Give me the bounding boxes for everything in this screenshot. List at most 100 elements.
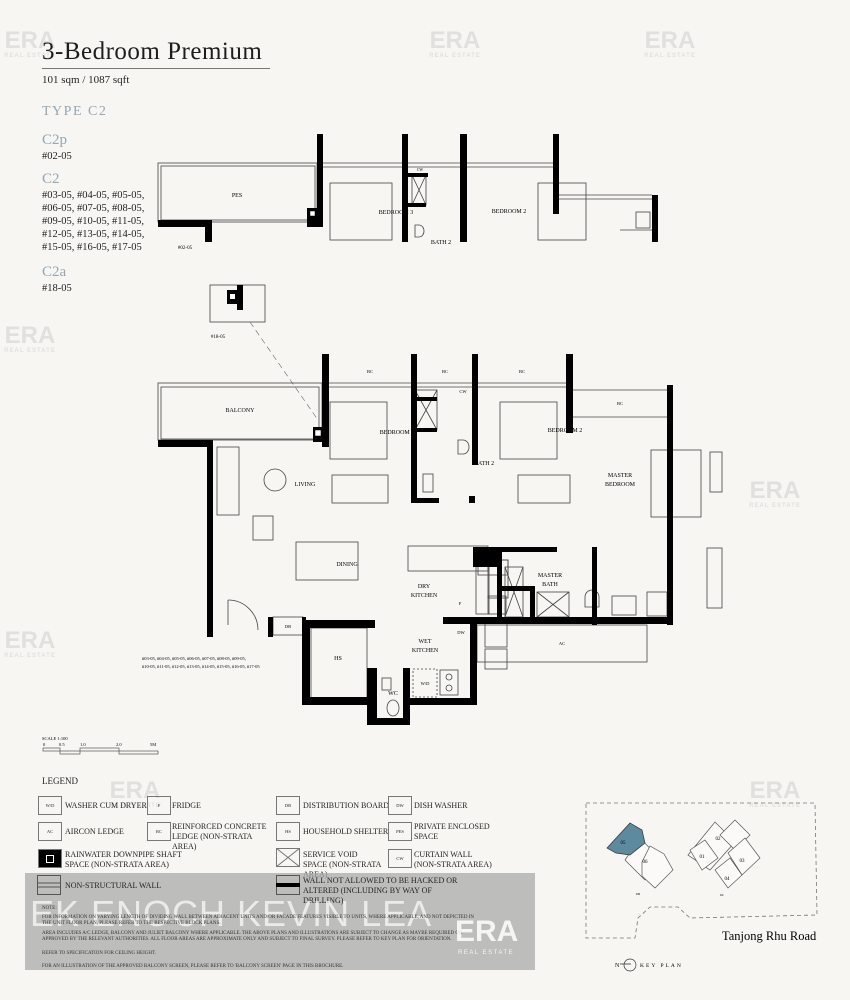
- note-line: FOR AN ILLUSTRATION OF THE APPROVED BALC…: [42, 964, 344, 969]
- legend-code: DB: [276, 796, 300, 815]
- key-plan-label: KEY PLAN: [640, 963, 683, 969]
- room-label-master-bedroom: BEDROOM: [605, 482, 636, 488]
- label-bc: BC: [519, 369, 525, 374]
- era-logo: ERA: [455, 915, 519, 948]
- structural-wall-icon: [276, 875, 300, 895]
- legend-label: DISTRIBUTION BOARD: [303, 801, 389, 810]
- unit-label-0205: #02-05: [178, 246, 193, 251]
- label-cw: CW: [459, 389, 467, 394]
- unit-number: 05: [621, 841, 627, 846]
- variant-units: #18-05: [42, 283, 72, 294]
- room-label-living: LIVING: [295, 482, 316, 488]
- label-db: DB: [285, 624, 291, 629]
- variant-name: C2p: [42, 132, 68, 148]
- room-label-wc: WC: [388, 691, 398, 697]
- legend-code: AC: [38, 822, 62, 841]
- scale-tick: 0: [43, 742, 46, 747]
- label-bc: BC: [367, 369, 373, 374]
- room-label-bedroom2: BEDROOM 2: [548, 428, 583, 434]
- room-label-bedroom3: BEDROOM 3: [380, 430, 415, 436]
- legend-label: WASHER CUM DRYER: [65, 801, 147, 810]
- unit-number: 06: [643, 860, 649, 865]
- scale-label: SCALE 1:100: [42, 736, 68, 741]
- legend-label: AIRCON LEDGE: [65, 827, 124, 836]
- label-ac: AC: [559, 641, 565, 646]
- room-label-wet-kitchen: KITCHEN: [412, 648, 439, 654]
- block-label: 6C: [720, 893, 725, 897]
- legend-code: W/D: [38, 796, 62, 815]
- units-caption: #10-05, #11-05, #12-05, #13-05, #14-05, …: [142, 664, 260, 670]
- block-label: 6D: [636, 892, 641, 896]
- scale-tick: 5M: [150, 742, 156, 747]
- legend-code: PES: [388, 822, 412, 841]
- service-void-icon: [276, 848, 300, 867]
- scale-bar: [42, 747, 159, 755]
- legend-code: RC: [147, 822, 171, 841]
- legend-label: DISH WASHER: [414, 801, 468, 810]
- watermark-banner: [25, 873, 535, 970]
- legend-label: WALL NOT ALLOWED TO BE HACKED OR ALTERED…: [303, 876, 458, 905]
- label-bc: BC: [617, 401, 623, 406]
- highlighted-unit: [606, 822, 646, 856]
- legend-code: CW: [388, 849, 412, 868]
- units-caption: #03-05, #04-05, #05-05, #06-05, #07-05, …: [142, 656, 246, 662]
- legend-title: LEGEND: [42, 776, 78, 786]
- page-title: 3-Bedroom Premium: [42, 38, 263, 65]
- rainwater-shaft-icon: [38, 849, 62, 868]
- label-bc: BC: [442, 369, 448, 374]
- legend-code: F: [147, 796, 171, 815]
- label-cw: CW: [417, 167, 424, 172]
- legend-label: CURTAIN WALL (NON-STRATA AREA): [414, 850, 492, 869]
- legend-label: FRIDGE: [172, 801, 201, 810]
- room-label-bedroom2: BEDROOM 2: [492, 209, 527, 215]
- non-structural-wall-icon: [37, 875, 61, 895]
- unit-label-1805: #18-05: [211, 335, 226, 340]
- title-divider: [42, 68, 270, 69]
- variant-name: C2: [42, 171, 60, 187]
- era-logo-sub: REAL ESTATE: [458, 950, 515, 956]
- legend-label: PRIVATE ENCLOSED SPACE: [414, 822, 490, 841]
- legend-code: DW: [388, 796, 412, 815]
- agent-watermark: EK ENOCH KEVIN LEA: [30, 893, 433, 934]
- variant-units: #02-05: [42, 151, 72, 162]
- scale-tick: 2.0: [116, 742, 122, 747]
- room-label-bedroom3: BEDROOM 3: [379, 210, 414, 216]
- room-label-hs: HS: [334, 656, 342, 662]
- room-label-dry-kitchen: DRY: [418, 584, 431, 590]
- label-f: F: [459, 601, 462, 606]
- key-plan: 05 06 01 02 03 04 6D 6C Tanjong Rhu Road…: [585, 802, 818, 972]
- unit-number: 02: [716, 837, 722, 842]
- north-arrow-icon: [623, 958, 637, 972]
- scale-tick: 0.5: [59, 742, 65, 747]
- unit-area: 101 sqm / 1087 sqft: [42, 74, 130, 86]
- variant-units: #03-05, #04-05, #05-05, #06-05, #07-05, …: [42, 190, 145, 253]
- unit-number: 01: [700, 855, 706, 860]
- room-label-bath2: BATH 2: [474, 461, 494, 467]
- road-label: Tanjong Rhu Road: [722, 929, 817, 943]
- legend-label: HOUSEHOLD SHELTER: [303, 827, 389, 836]
- label-wd: W/D: [421, 681, 430, 686]
- scale-tick: 1.0: [80, 742, 86, 747]
- note-line: REFER TO SPECIFICATION FOR CEILING HEIGH…: [42, 951, 156, 956]
- legend-label: NON-STRUCTURAL WALL: [65, 881, 162, 890]
- unit-type: TYPE C2: [42, 104, 108, 119]
- legend-label: RAINWATER DOWNPIPE SHAFT SPACE (NON-STRA…: [65, 850, 182, 869]
- room-label-wet-kitchen: WET: [419, 639, 432, 645]
- label-dw: DW: [457, 630, 465, 635]
- unit-number: 03: [740, 859, 746, 864]
- room-label-balcony: BALCONY: [225, 408, 255, 414]
- unit-number: 04: [725, 877, 731, 882]
- legend-code: HS: [276, 822, 300, 841]
- room-label-pes: PES: [232, 193, 242, 199]
- room-label-dining: DINING: [336, 562, 358, 568]
- legend-label: REINFORCED CONCRETE LEDGE (NON-STRATA AR…: [172, 822, 267, 851]
- floor-plan: PES BEDROOM 3 BATH 2 BEDROOM 2 CW #02-05…: [42, 134, 723, 755]
- note-line: AREA INCLUDES A/C LEDGE, BALCONY AND JUL…: [42, 931, 463, 942]
